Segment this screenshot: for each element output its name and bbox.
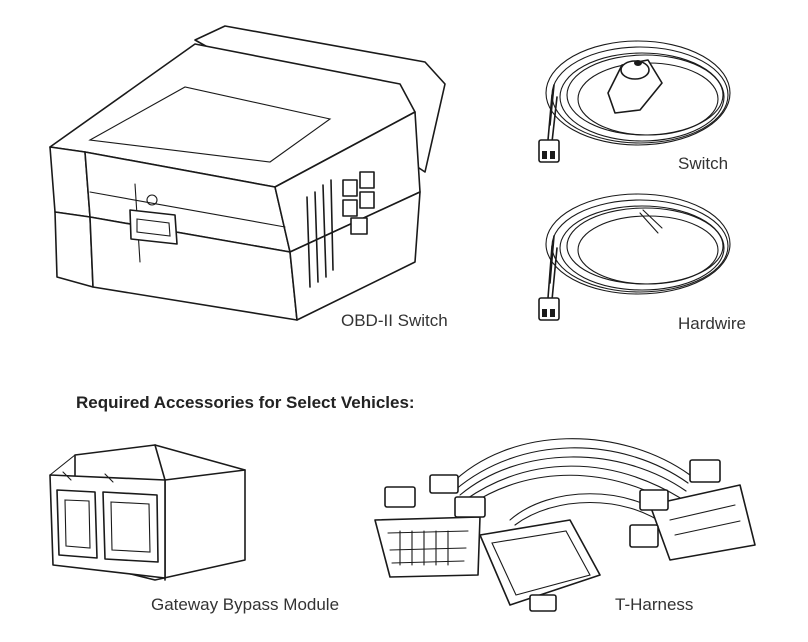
switch-illustration (538, 40, 731, 163)
hardwire-caption: Hardwire (678, 314, 747, 333)
accessories-heading: Required Accessories for Select Vehicles… (76, 393, 415, 412)
t-harness-illustration (374, 438, 756, 612)
hardwire-illustration (538, 193, 731, 321)
obd-ii-switch-illustration (49, 25, 446, 321)
gateway-bypass-module-caption: Gateway Bypass Module (151, 595, 340, 614)
obd-ii-switch-caption: OBD-II Switch (341, 311, 448, 330)
gateway-bypass-module-illustration (49, 444, 246, 581)
switch-caption: Switch (678, 154, 729, 173)
t-harness-caption: T-Harness (615, 595, 694, 614)
